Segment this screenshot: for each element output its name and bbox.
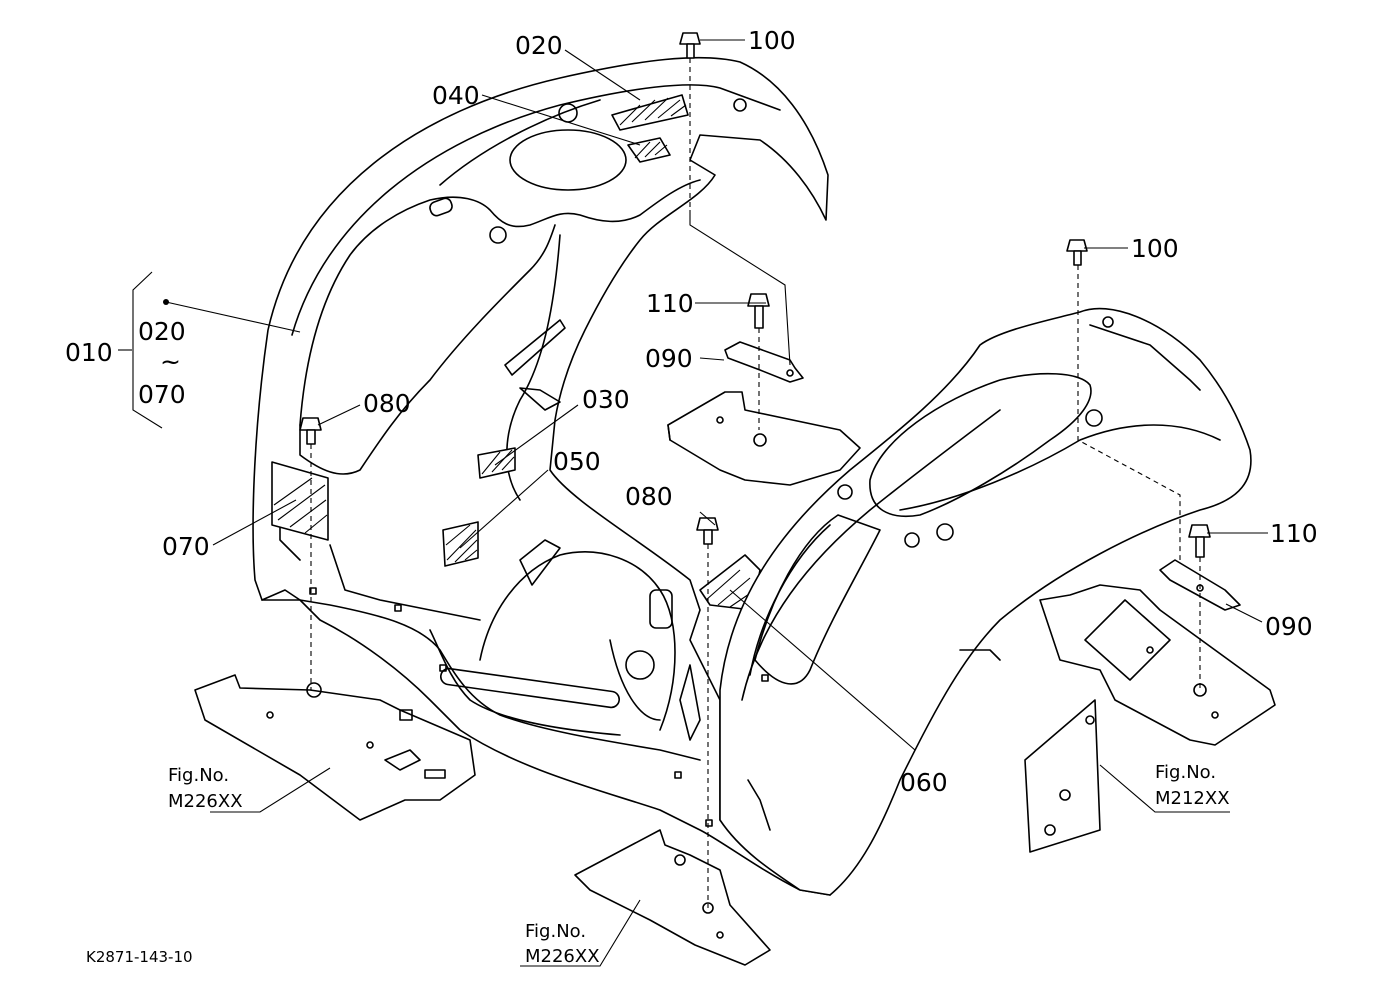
callout-090-right: 090 xyxy=(1265,612,1313,641)
callout-090-mid: 090 xyxy=(645,344,693,373)
range-end: 070 xyxy=(138,380,186,409)
bolt-080-mid xyxy=(696,517,719,545)
right-fender xyxy=(719,307,1252,896)
fig-number-bottom: M226XX xyxy=(525,946,600,967)
callout-110-mid: 110 xyxy=(646,289,694,318)
callout-020-top: 020 xyxy=(515,31,563,60)
callout-010: 010 xyxy=(65,338,113,367)
decal-070 xyxy=(271,461,329,541)
bolt-100-top xyxy=(679,32,701,59)
figure-reference-right: Fig.No. M212XX xyxy=(1155,762,1230,809)
bolt-100-right xyxy=(1066,239,1088,266)
left-floor-plate xyxy=(194,674,476,821)
callout-110-right: 110 xyxy=(1270,519,1318,548)
callout-100-right: 100 xyxy=(1131,234,1179,263)
fig-label-left: Fig.No. xyxy=(168,765,229,786)
callout-labels: 020 040 100 100 110 110 090 090 080 080 … xyxy=(65,26,1318,797)
range-start: 020 xyxy=(138,317,186,346)
right-support-plate xyxy=(1024,584,1276,853)
callout-dot xyxy=(163,299,169,305)
leader-lines xyxy=(118,39,1268,967)
mid-mount-plate xyxy=(667,391,861,486)
callout-050: 050 xyxy=(553,447,601,476)
diagram-code: K2871-143-10 xyxy=(86,948,193,966)
callout-040: 040 xyxy=(432,81,480,110)
fig-number-right: M212XX xyxy=(1155,788,1230,809)
callout-060: 060 xyxy=(900,768,948,797)
bottom-floor-plate xyxy=(574,829,771,966)
decal-020-top xyxy=(611,94,689,131)
bolt-110-mid xyxy=(747,293,770,329)
round-opening xyxy=(509,129,627,191)
bolt-080-left xyxy=(299,417,322,445)
range-tilde: ~ xyxy=(160,347,181,376)
bracket-090-mid xyxy=(724,341,804,383)
callout-070: 070 xyxy=(162,532,210,561)
callout-080-left: 080 xyxy=(363,389,411,418)
fig-number-left: M226XX xyxy=(168,791,243,812)
figure-reference-left: Fig.No. M226XX xyxy=(168,765,243,812)
decal-050 xyxy=(442,521,479,567)
callout-080-mid: 080 xyxy=(625,482,673,511)
figure-reference-bottom: Fig.No. M226XX xyxy=(525,921,600,967)
fig-label-right: Fig.No. xyxy=(1155,762,1216,783)
callout-100-top: 100 xyxy=(748,26,796,55)
callout-030: 030 xyxy=(582,385,630,414)
bolt-110-right xyxy=(1188,524,1211,558)
alignment-lines xyxy=(310,58,1201,908)
decal-030 xyxy=(477,447,516,479)
fig-label-bottom: Fig.No. xyxy=(525,921,586,942)
